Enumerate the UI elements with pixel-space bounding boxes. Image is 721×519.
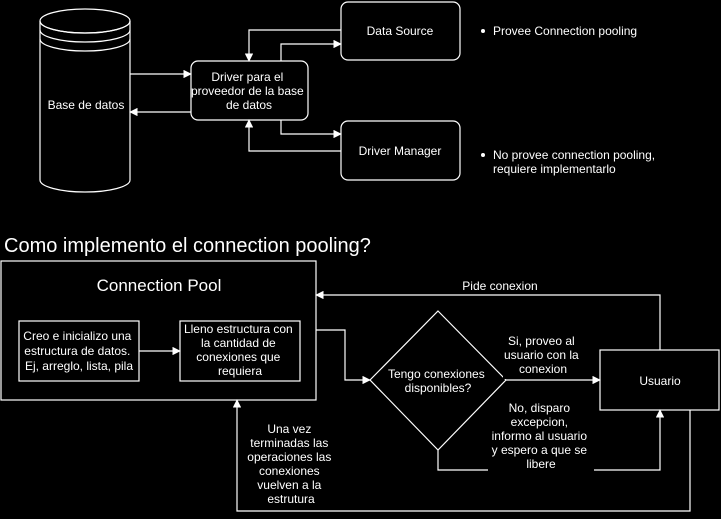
note-driver-manager: No provee connection pooling, requiere i… bbox=[481, 148, 658, 176]
data-source-box: Data Source bbox=[340, 1, 461, 61]
user-box: Usuario bbox=[599, 349, 720, 411]
pool-title: Connection Pool bbox=[97, 276, 222, 295]
driver-manager-label: Driver Manager bbox=[359, 144, 442, 158]
edge-drivermanager-to-driver bbox=[244, 119, 341, 152]
edge-return bbox=[232, 399, 691, 512]
edge-request bbox=[315, 290, 661, 350]
data-source-label: Data Source bbox=[367, 24, 434, 38]
bullet-icon bbox=[481, 29, 485, 33]
svg-text:No, disparo excepcion,: No, disparo excepcion, informo al usuari… bbox=[492, 401, 591, 471]
svg-text:Creo e inicializo una es: Creo e inicializo una estructura de dato… bbox=[23, 329, 134, 373]
svg-text:Una vez terminadas las: Una vez terminadas las operaciones las c… bbox=[247, 422, 334, 506]
pool-step-fill: Lleno estructura con la cantidad de cone… bbox=[179, 320, 301, 382]
note-data-source: Provee Connection pooling bbox=[481, 24, 637, 38]
driver-box: Driver para el proveedor de la base de d… bbox=[190, 60, 309, 121]
svg-text:Tengo conexiones disponi: Tengo conexiones disponibles? bbox=[388, 367, 488, 395]
svg-text:Si, proveo al usuario co: Si, proveo al usuario con la conexion bbox=[504, 334, 582, 376]
edge-pool-to-decision bbox=[316, 329, 371, 385]
database-label: Base de datos bbox=[48, 98, 125, 112]
edge-label-request: Pide conexion bbox=[455, 278, 547, 294]
driver-label: Driver para el proveedor de la base de d… bbox=[191, 70, 307, 112]
decision-diamond: Tengo conexiones disponibles? bbox=[369, 310, 507, 451]
edge-datasource-to-driver bbox=[244, 29, 341, 62]
edge-label-no: No, disparo excepcion, informo al usuari… bbox=[488, 400, 594, 472]
edge-driver-to-datasource bbox=[280, 39, 342, 61]
edge-driver-to-drivermanager bbox=[280, 120, 342, 139]
section-title: Como implemento el connection pooling? bbox=[4, 235, 371, 257]
bullet-icon bbox=[481, 153, 485, 157]
user-label: Usuario bbox=[639, 374, 681, 388]
svg-text:No provee connection pooling,: No provee connection pooling, requiere i… bbox=[493, 148, 658, 176]
svg-text:Pide conexion: Pide conexion bbox=[462, 279, 537, 293]
database-cylinder: Base de datos bbox=[39, 8, 131, 193]
edge-label-yes: Si, proveo al usuario con la conexion bbox=[503, 333, 583, 379]
svg-text:Lleno estructura con la: Lleno estructura con la cantidad de cone… bbox=[184, 322, 296, 378]
pool-step-init: Creo e inicializo una estructura de dato… bbox=[18, 320, 140, 382]
edge-label-return: Una vez terminadas las operaciones las c… bbox=[244, 420, 342, 510]
driver-manager-box: Driver Manager bbox=[340, 120, 461, 181]
svg-text:Provee Connection pooling: Provee Connection pooling bbox=[493, 24, 637, 38]
